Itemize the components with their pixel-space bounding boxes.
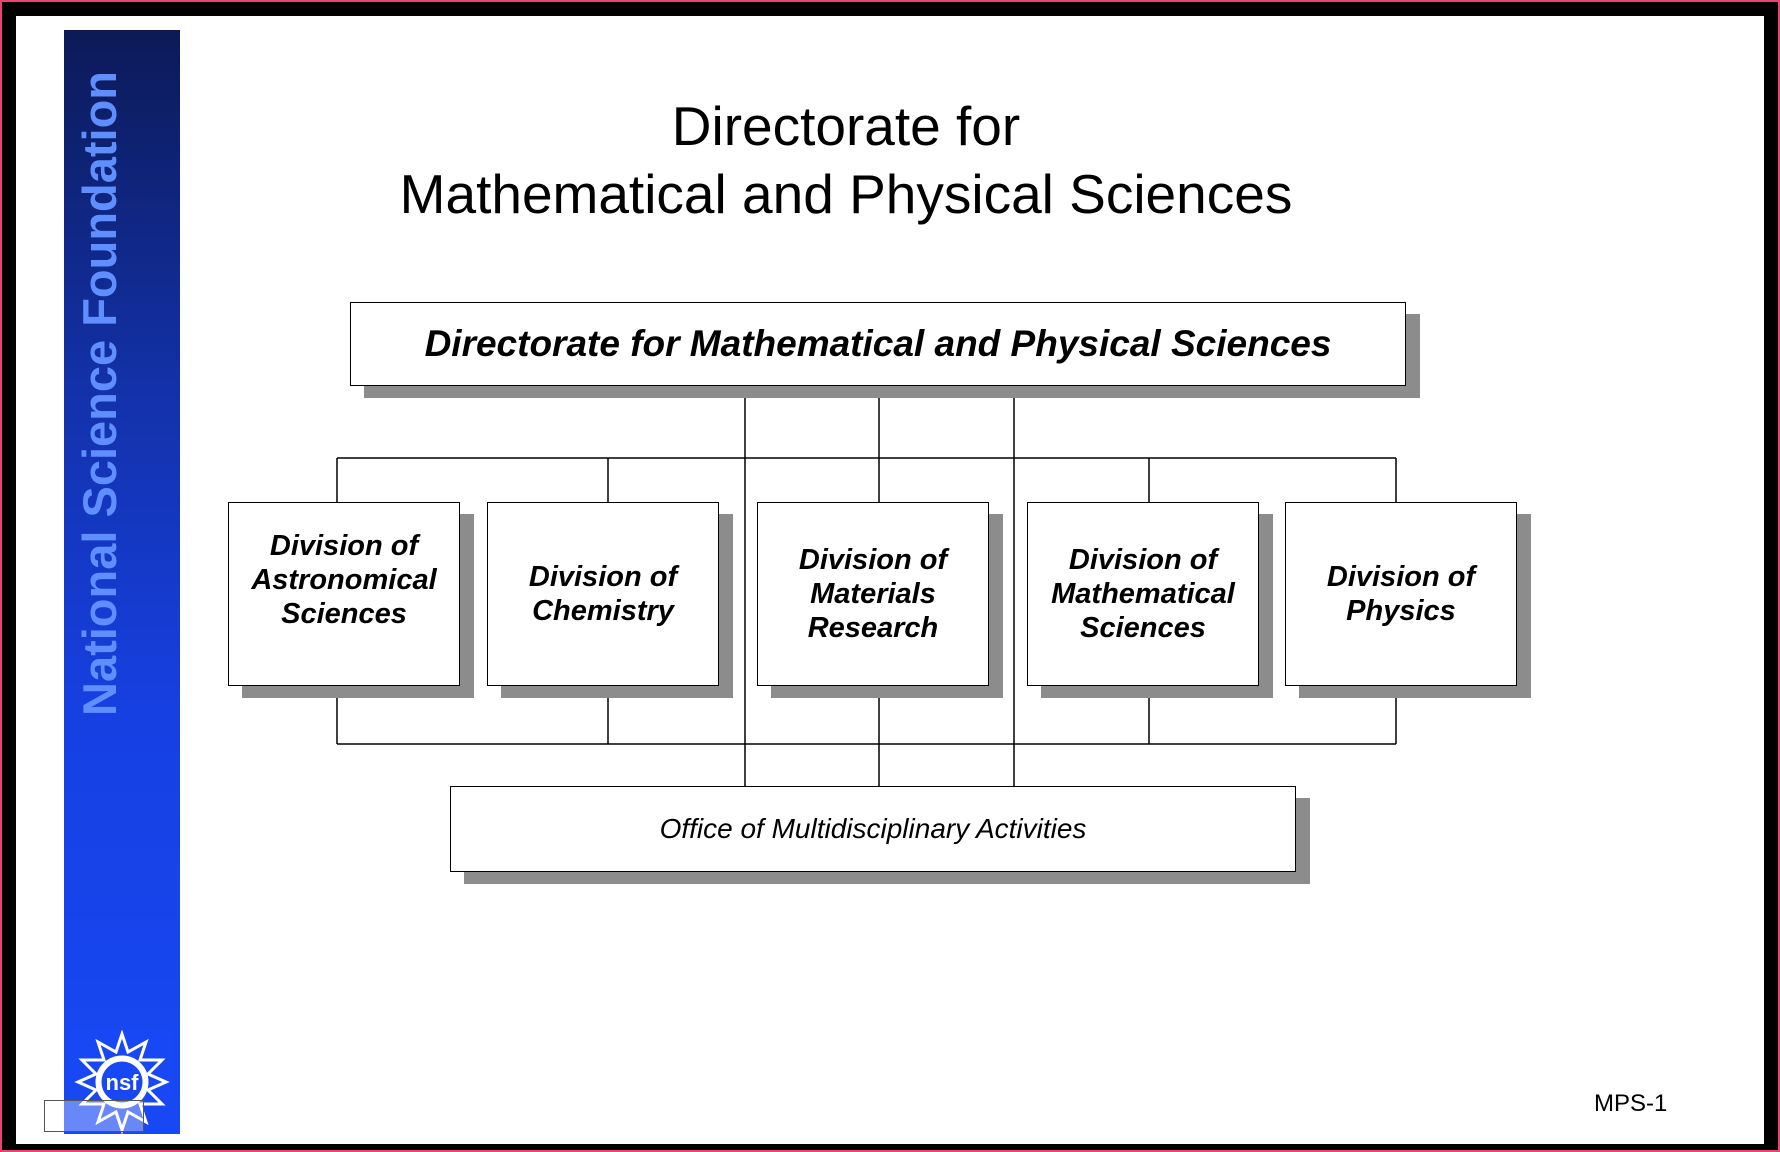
division-label: Division of Chemistry	[528, 561, 678, 627]
slide-title-line1: Directorate for	[671, 95, 1021, 157]
directorate-box: Directorate for Mathematical and Physica…	[350, 302, 1406, 386]
slide-control-icon[interactable]	[44, 1100, 144, 1132]
division-label: Division of Materials Research	[798, 544, 948, 644]
nsf-logo: nsf	[70, 1030, 174, 1134]
division-box-materials: Division of Materials Research	[757, 502, 989, 686]
division-box-physics: Division of Physics	[1285, 502, 1517, 686]
svg-text:nsf: nsf	[106, 1070, 140, 1095]
division-box-mathematical: Division of Mathematical Sciences	[1027, 502, 1259, 686]
slide-title: Directorate for Mathematical and Physica…	[276, 92, 1416, 228]
division-label: Division of Physics	[1326, 561, 1476, 627]
slide-title-line2: Mathematical and Physical Sciences	[399, 163, 1293, 225]
slide: National Science Foundation nsf Director…	[16, 16, 1764, 1144]
office-box-label: Office of Multidisciplinary Activities	[659, 813, 1087, 844]
office-box: Office of Multidisciplinary Activities	[450, 786, 1296, 872]
division-box-chemistry: Division of Chemistry	[487, 502, 719, 686]
directorate-box-label: Directorate for Mathematical and Physica…	[424, 323, 1332, 364]
division-box-astronomical: Division of Astronomical Sciences	[228, 502, 460, 686]
slide-code: MPS-1	[1594, 1090, 1668, 1117]
division-label: Division of Mathematical Sciences	[1051, 544, 1235, 644]
division-label: Division of Astronomical Sciences	[251, 530, 437, 630]
org-chart-connectors	[336, 386, 1397, 786]
sidebar-banner	[64, 30, 180, 1134]
